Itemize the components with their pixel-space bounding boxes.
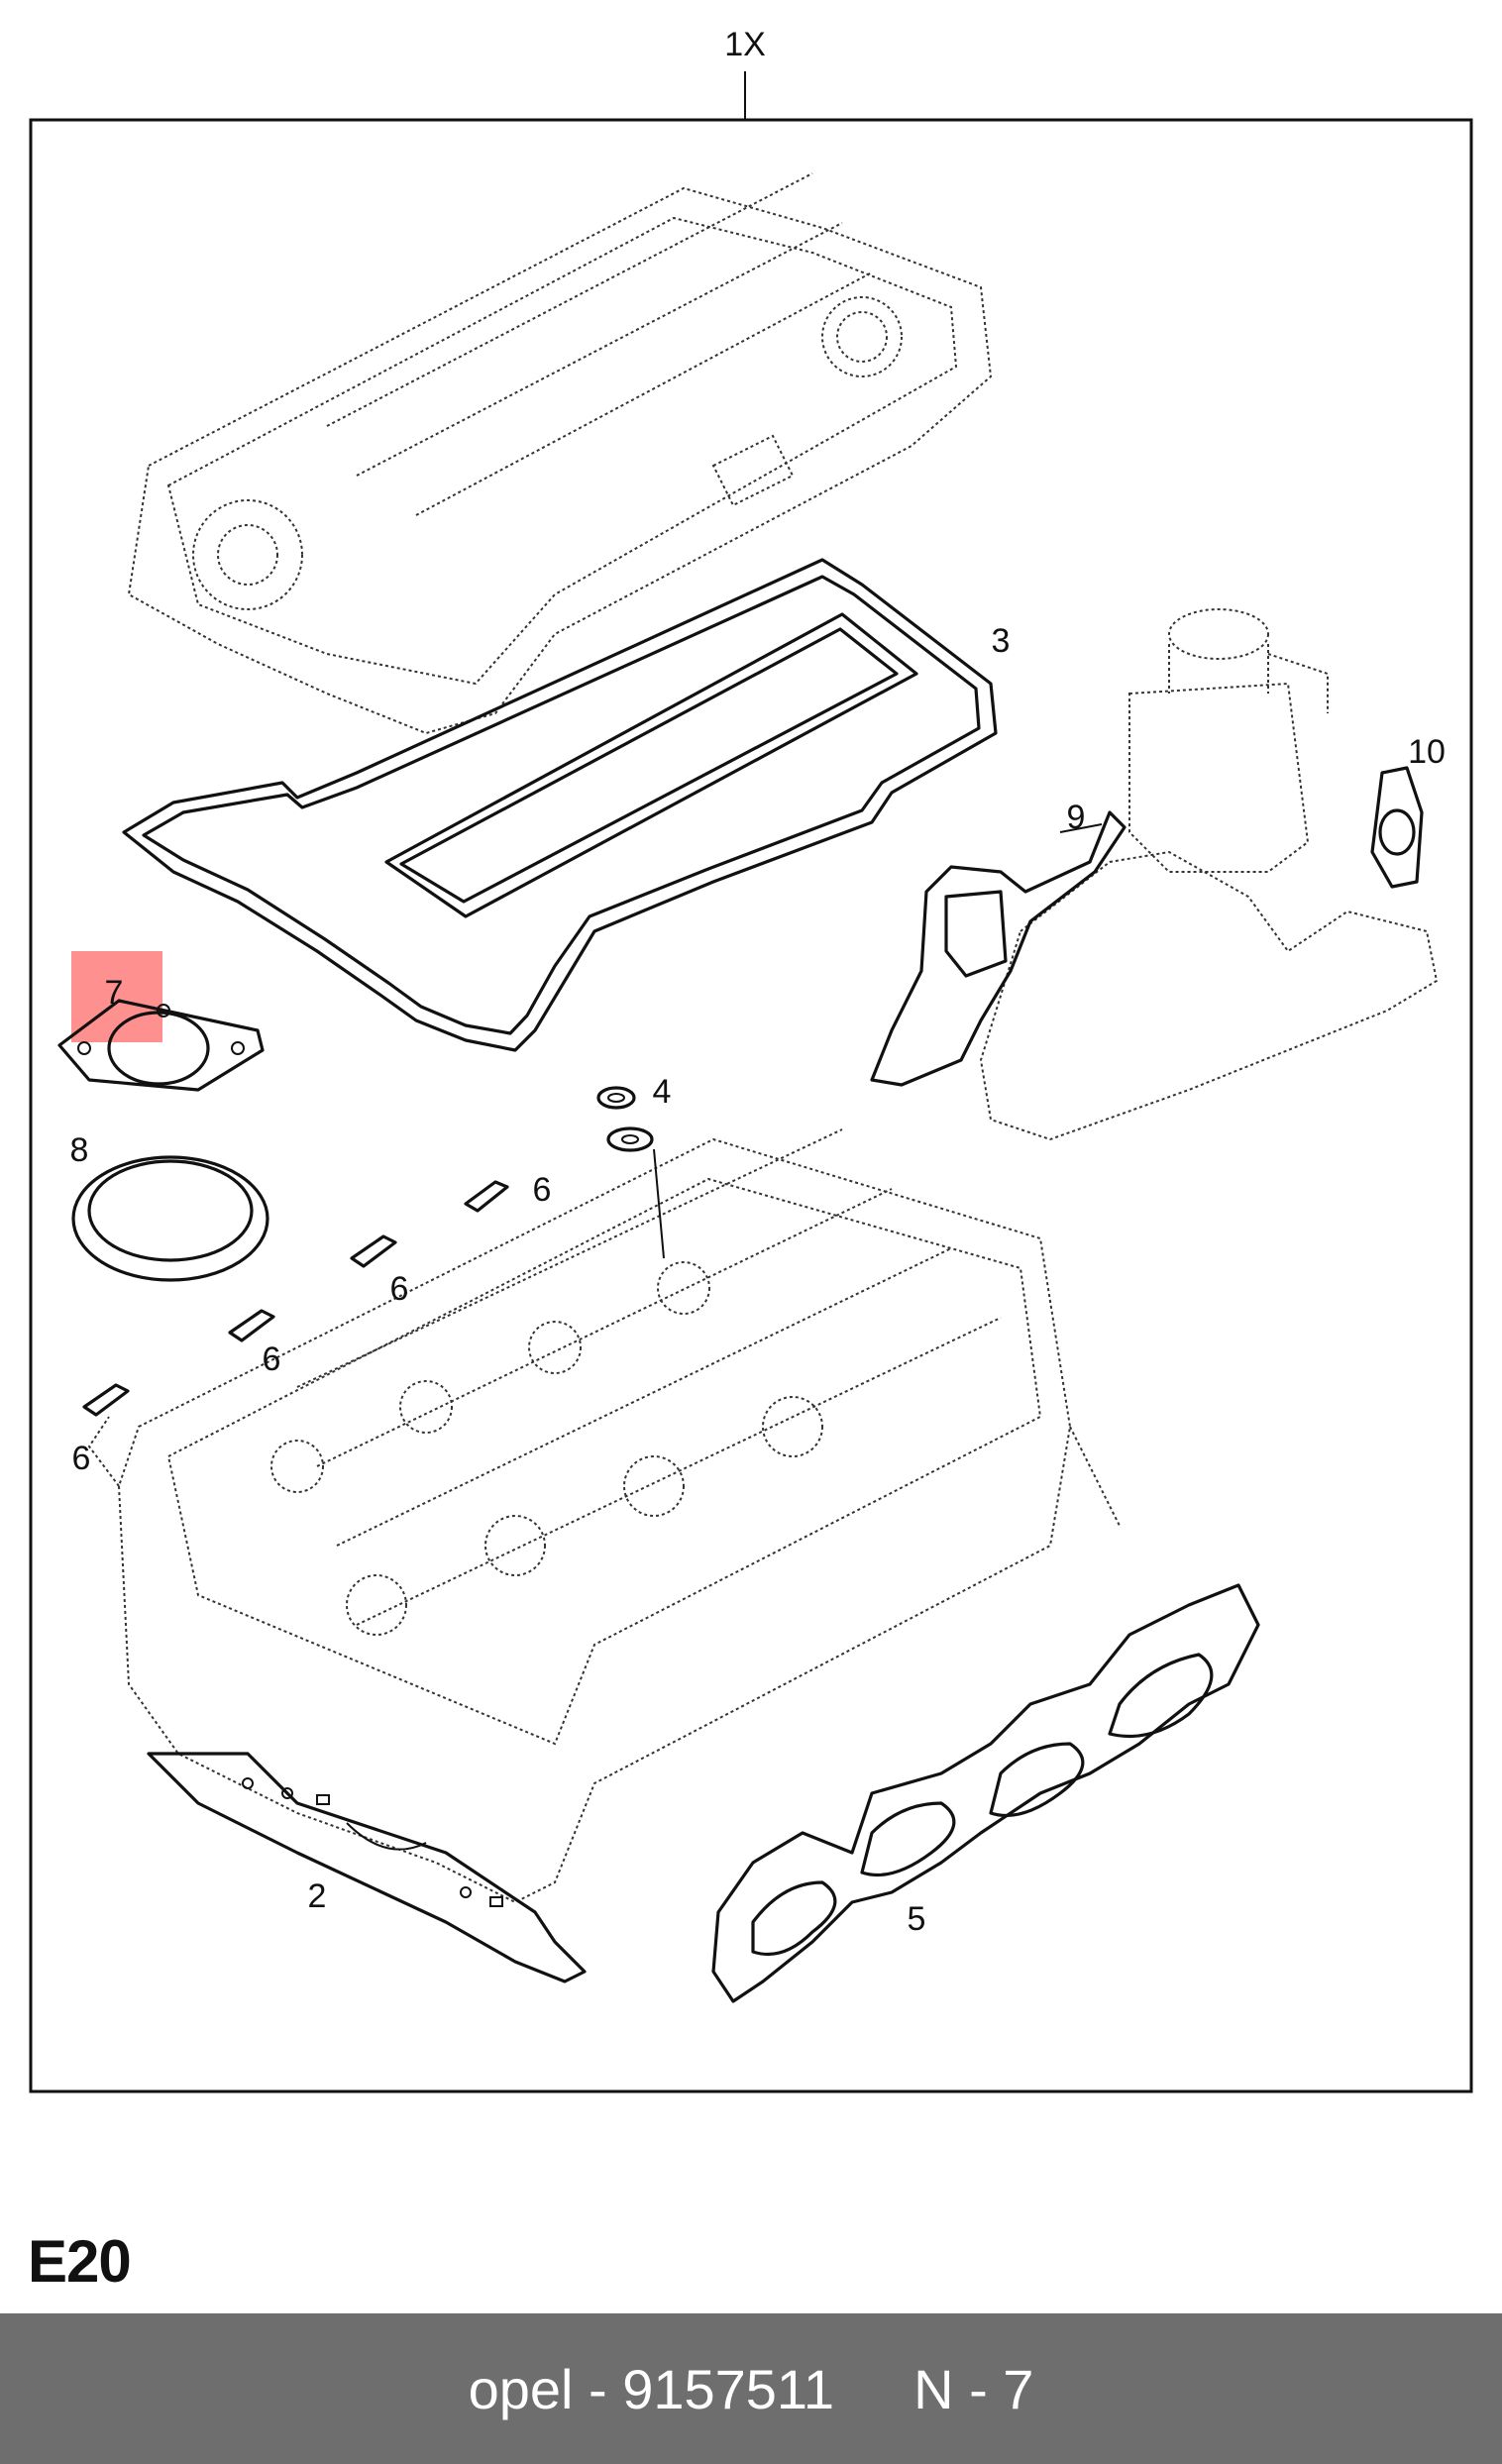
diagram-frame — [29, 118, 1473, 2093]
callout-labels: 2 3 4 5 6 6 6 6 7 8 9 10 — [70, 622, 1446, 1938]
part-9-egr-gasket — [870, 810, 1126, 1087]
callout-6: 6 — [263, 1340, 281, 1378]
callout-3: 3 — [992, 622, 1011, 660]
part-6-seals — [82, 1180, 509, 1417]
part-10-gasket — [1370, 766, 1424, 889]
position-reference: N - 7 — [913, 2357, 1034, 2420]
cylinder-head-ghost — [87, 1128, 1121, 1904]
callout-7: 7 — [105, 974, 124, 1012]
part-7-flange-gasket — [57, 999, 265, 1092]
callout-5: 5 — [908, 1900, 926, 1938]
part-8-o-ring — [71, 1155, 269, 1282]
part-4-seal — [596, 1086, 654, 1152]
callout-6: 6 — [72, 1440, 91, 1477]
callout-10: 10 — [1408, 733, 1446, 771]
valve-cover-ghost — [127, 172, 993, 735]
leader-lines — [653, 823, 1103, 1259]
footer-bar: opel - 9157511 N - 7 — [0, 2313, 1502, 2464]
callout-2: 2 — [308, 1877, 327, 1915]
callout-9: 9 — [1067, 799, 1086, 836]
part-3-valve-cover-gasket — [122, 558, 998, 1052]
part-2-head-gasket — [147, 1752, 587, 1983]
part-5-exhaust-manifold-gasket — [711, 1583, 1260, 2003]
quantity-label: 1X — [724, 26, 766, 63]
page-code: E20 — [28, 2228, 132, 2295]
callout-6: 6 — [390, 1270, 409, 1308]
part-reference: opel - 9157511 — [468, 2357, 835, 2420]
callout-6: 6 — [533, 1171, 552, 1209]
gasket-kit-exploded-diagram: 1X — [29, 26, 1473, 2093]
callout-8: 8 — [70, 1131, 89, 1169]
callout-4: 4 — [653, 1073, 672, 1111]
egr-valve-ghost — [979, 608, 1439, 1141]
